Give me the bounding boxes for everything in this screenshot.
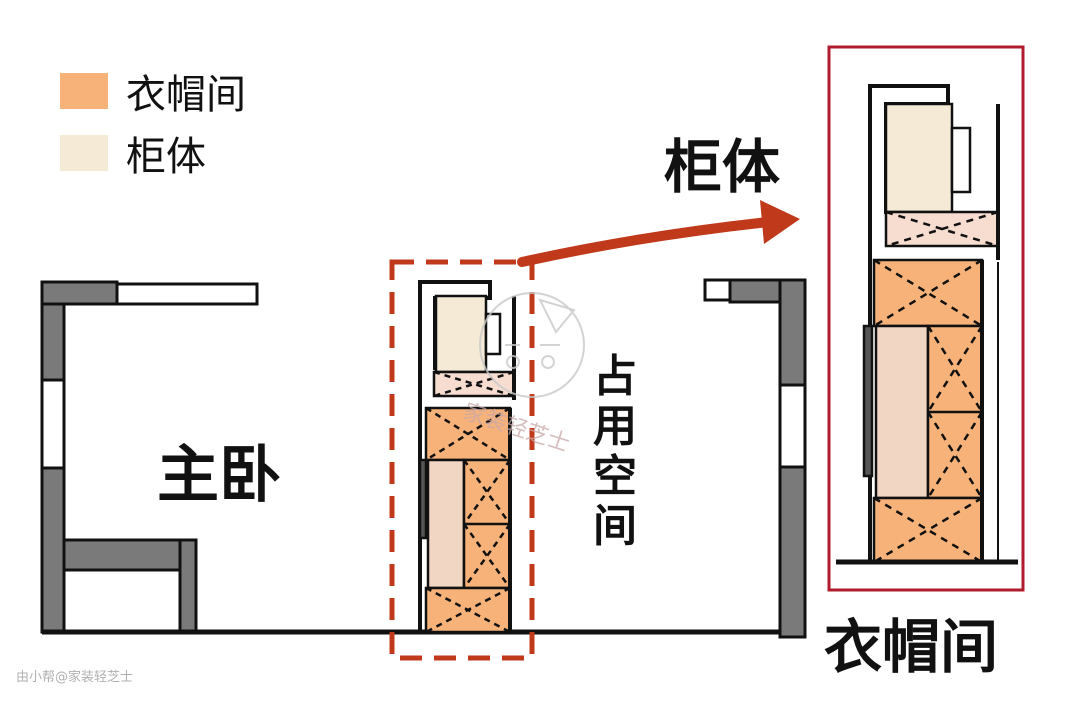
cabinet-label: 柜体 [664, 133, 781, 201]
occupied-char-3: 空 [593, 451, 637, 502]
legend-closet-label: 衣帽间 [126, 72, 246, 118]
corner-watermark: 由小帮@家装轻芝士 [16, 670, 134, 685]
closet-label: 衣帽间 [824, 613, 999, 681]
zoom-arrow [517, 200, 800, 267]
right-room-walls [703, 278, 807, 639]
bedroom-walls [40, 280, 780, 635]
occupied-char-1: 占 [593, 351, 637, 402]
watermark-face-icon [479, 292, 585, 398]
legend-closet-swatch [60, 73, 108, 109]
legend-closet: 衣帽间 [60, 62, 246, 120]
legend-cabinet: 柜体 [60, 124, 206, 182]
occupied-space-label: 占 用 空 间 [590, 352, 640, 552]
enlarged-closet-unit [836, 84, 1018, 565]
occupied-char-4: 间 [593, 501, 637, 552]
highlight-dashed-box [389, 259, 535, 661]
legend-cabinet-swatch [60, 135, 108, 171]
bedroom-label: 主卧 [157, 438, 282, 511]
occupied-char-2: 用 [593, 401, 637, 452]
small-closet-unit [418, 280, 516, 634]
legend-cabinet-label: 柜体 [126, 134, 206, 180]
